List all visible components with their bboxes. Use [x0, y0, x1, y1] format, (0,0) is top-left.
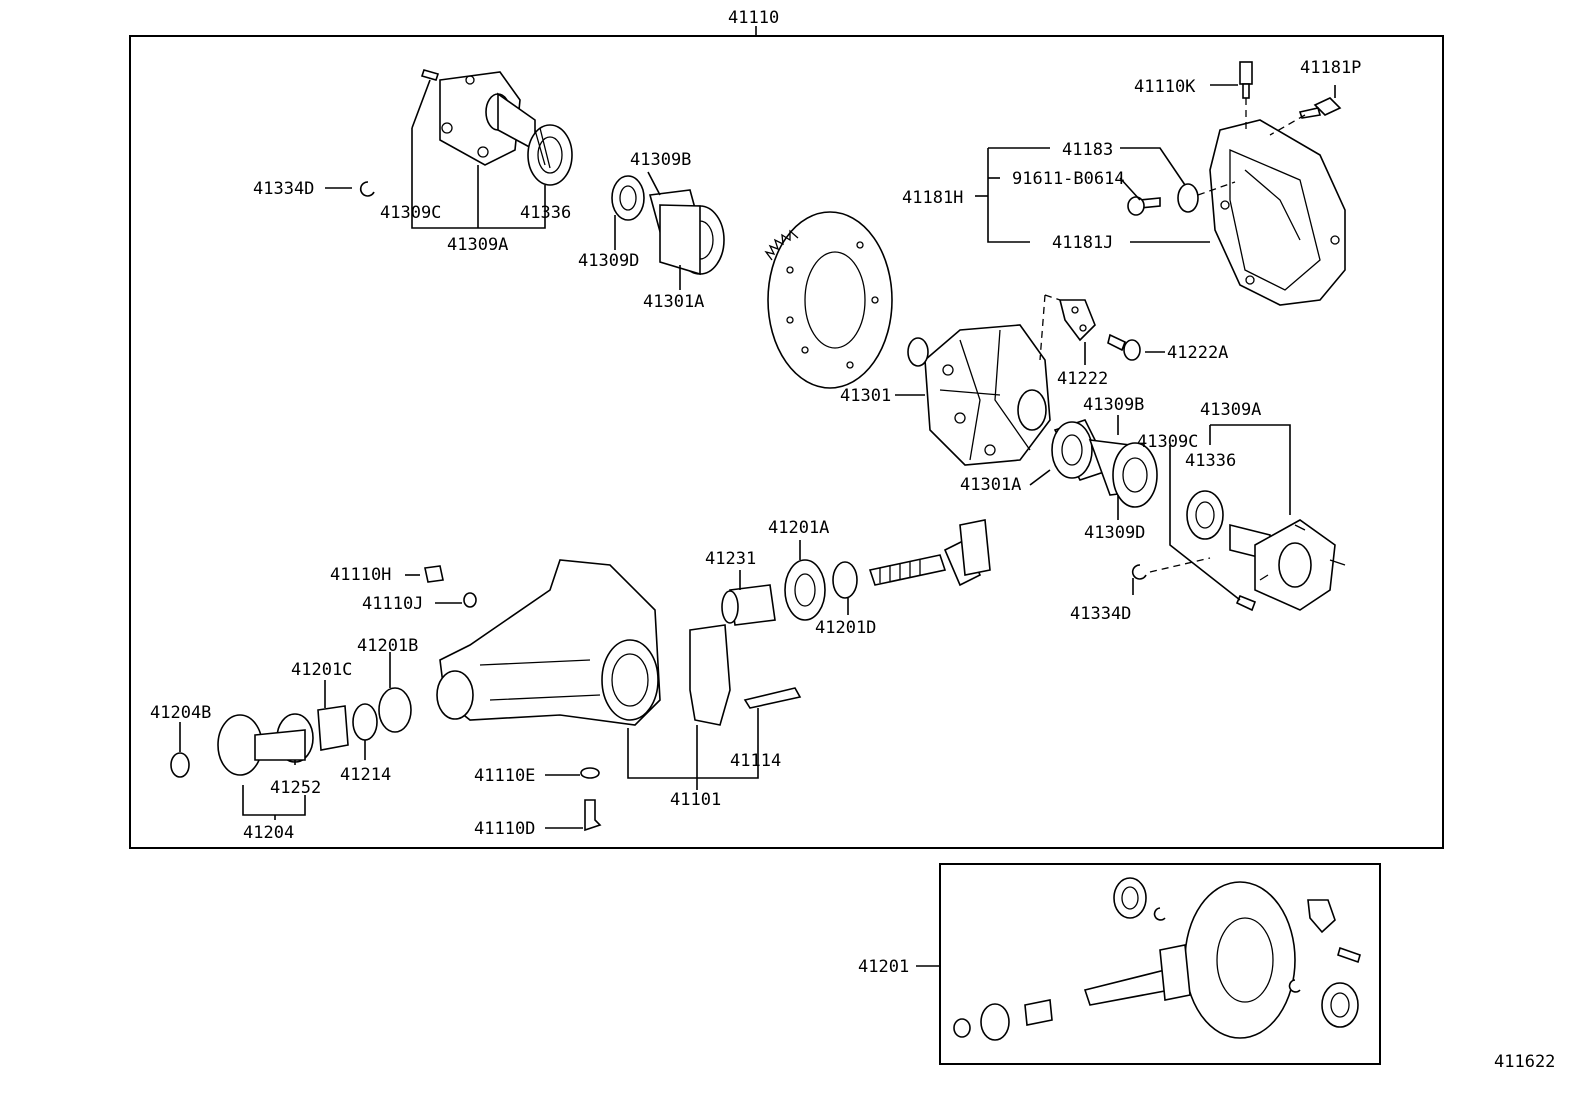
drive-pinion [868, 519, 991, 587]
label-41309D-right: 41309D [1084, 523, 1145, 543]
label-41309C-top: 41309C [380, 203, 441, 223]
label-41181H: 41181H [902, 188, 963, 208]
label-41110D: 41110D [474, 819, 535, 839]
breather-41110H [424, 565, 444, 583]
washer-41183 [1177, 183, 1199, 213]
lock-plate [1058, 299, 1096, 342]
label-41301: 41301 [840, 386, 891, 406]
label-41101: 41101 [670, 790, 721, 810]
label-41301A-top: 41301A [643, 292, 704, 312]
snap-ring-right [1131, 564, 1147, 580]
pinion-bearing-set [721, 559, 858, 626]
carrier-housing [436, 559, 661, 726]
figure-code: 411622 [1494, 1052, 1555, 1072]
label-41301A-right: 41301A [960, 475, 1021, 495]
bolt-91611 [1127, 196, 1161, 216]
label-41110K: 41110K [1134, 77, 1196, 97]
side-gear-shaft-left [420, 69, 573, 186]
bearing-set-right [1051, 419, 1158, 508]
label-41309A-right: 41309A [1200, 400, 1261, 420]
label-41336-top: 41336 [520, 203, 571, 223]
label-41204: 41204 [243, 823, 294, 843]
label-41201B: 41201B [357, 636, 418, 656]
assembly-label: 41110 [728, 8, 779, 28]
label-41309A-top: 41309A [447, 235, 508, 255]
snap-ring-top [359, 181, 375, 197]
label-41181J: 41181J [1052, 233, 1113, 253]
nut-41110E [580, 767, 600, 779]
label-41334D-right: 41334D [1070, 604, 1131, 624]
ring-gear [764, 211, 893, 389]
label-41183: 41183 [1062, 140, 1113, 160]
label-41222A: 41222A [1167, 343, 1228, 363]
plug-41110K [1239, 61, 1253, 99]
label-41309C-right: 41309C [1137, 432, 1198, 452]
front-pinion-parts [170, 687, 412, 778]
carrier-cover [1209, 119, 1346, 306]
label-41309D-top: 41309D [578, 251, 639, 271]
label-41110E: 41110E [474, 766, 535, 786]
label-41204B: 41204B [150, 703, 211, 723]
inset-gear-set [953, 877, 1361, 1041]
bearing-set-top [611, 175, 725, 276]
label-41110J: 41110J [362, 594, 423, 614]
label-41309B-right: 41309B [1083, 395, 1144, 415]
side-gear-shaft-right [1186, 490, 1346, 611]
label-41114: 41114 [730, 751, 781, 771]
assembly-frame [129, 35, 1444, 849]
label-41214: 41214 [340, 765, 391, 785]
label-91611-B0614: 91611-B0614 [1012, 169, 1125, 189]
label-41309B-top: 41309B [630, 150, 691, 170]
label-41201C: 41201C [291, 660, 352, 680]
label-41231: 41231 [705, 549, 756, 569]
label-41336-right: 41336 [1185, 451, 1236, 471]
inset-label: 41201 [858, 957, 909, 977]
bolt-41181P [1298, 97, 1342, 119]
label-41334D-top: 41334D [253, 179, 314, 199]
bolt-41114 [743, 687, 802, 709]
label-41222: 41222 [1057, 369, 1108, 389]
label-41252: 41252 [270, 778, 321, 798]
bearing-cap [689, 624, 731, 726]
inset-frame [939, 863, 1381, 1065]
washer-41110J [463, 592, 477, 608]
bolt-41222A [1107, 333, 1141, 361]
label-41181P: 41181P [1300, 58, 1361, 78]
bolt-right [1235, 594, 1257, 612]
label-41201A: 41201A [768, 518, 829, 538]
label-41110H: 41110H [330, 565, 391, 585]
differential-case [907, 324, 1051, 466]
label-41201D: 41201D [815, 618, 876, 638]
stud-41110D [584, 799, 602, 832]
